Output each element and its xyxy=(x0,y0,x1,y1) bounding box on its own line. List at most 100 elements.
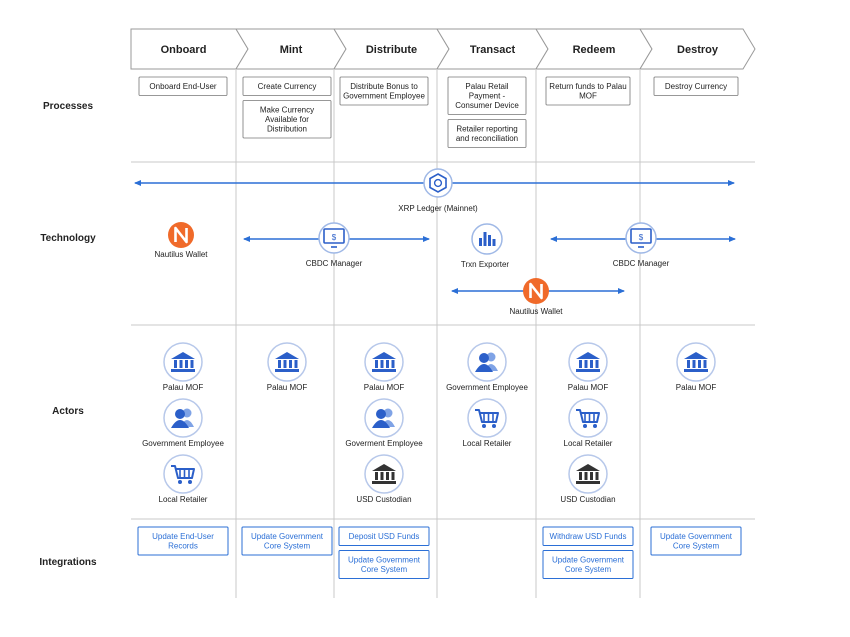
cbdc-manager-icon: $ xyxy=(318,222,350,254)
integration-box-text: Update Government xyxy=(251,532,324,541)
nautilus-wallet-label: Nautilus Wallet xyxy=(154,250,208,259)
actor-label: Palau MOF xyxy=(267,383,308,392)
people-icon xyxy=(364,398,404,438)
trxn-exporter-label: Trxn Exporter xyxy=(461,260,509,269)
stage-label-destroy: Destroy xyxy=(677,44,719,56)
shopping-cart-icon xyxy=(568,398,608,438)
integration-box-text: Update Government xyxy=(348,556,421,565)
integration-box-text: Core System xyxy=(673,542,720,551)
grid-lines xyxy=(131,70,755,598)
stage-header: Onboard Mint Distribute Transact Redeem Destr… xyxy=(130,28,756,70)
cbdc-manager-left-label: CBDC Manager xyxy=(306,259,363,268)
process-box: Create Currency xyxy=(242,76,332,96)
cbdc-manager-icon: $ xyxy=(625,222,657,254)
integration-box-text: Withdraw USD Funds xyxy=(550,532,627,541)
integration-box: Deposit USD Funds xyxy=(338,526,430,546)
stage-label-redeem: Redeem xyxy=(573,44,616,56)
bank-icon xyxy=(568,342,608,382)
integration-box: Withdraw USD Funds xyxy=(542,526,634,546)
technology-row: XRP Ledger (Mainnet) Nautilus Wallet $ C… xyxy=(134,168,736,316)
actor-label: Goverment Employee xyxy=(345,439,423,448)
process-box-text: Consumer Device xyxy=(455,101,519,110)
actor-label: Palau MOF xyxy=(676,383,717,392)
shopping-cart-icon xyxy=(163,454,203,494)
row-label-technology: Technology xyxy=(40,233,96,244)
process-box-text: and reconciliation xyxy=(456,134,518,143)
row-label-integrations: Integrations xyxy=(39,557,97,568)
process-box-text: Return funds to Palau xyxy=(549,82,626,91)
actor-label: Local Retailer xyxy=(463,439,512,448)
process-box: Onboard End-User xyxy=(138,76,228,96)
integration-box-text: Update Government xyxy=(552,556,625,565)
integration-box-text: Deposit USD Funds xyxy=(349,532,420,541)
integration-box-text: Core System xyxy=(361,565,408,574)
actor-label: Palau MOF xyxy=(568,383,609,392)
process-box-text: Create Currency xyxy=(258,82,317,91)
actor-label: Government Employee xyxy=(446,383,528,392)
stage-label-transact: Transact xyxy=(470,44,516,56)
process-box-text: MOF xyxy=(579,92,597,101)
cbdc-manager-right-label: CBDC Manager xyxy=(613,259,670,268)
process-box-text: Available for xyxy=(265,115,309,124)
trxn-exporter-icon xyxy=(471,223,503,255)
bank-icon xyxy=(364,342,404,382)
integration-box-text: Records xyxy=(168,542,198,551)
bank-icon xyxy=(364,454,404,494)
shopping-cart-icon xyxy=(467,398,507,438)
xrp-ledger-icon xyxy=(423,168,453,198)
svg-text:$: $ xyxy=(639,233,644,242)
process-box-text: Distribute Bonus to xyxy=(350,82,418,91)
actor-label: Local Retailer xyxy=(159,495,208,504)
stage-label-mint: Mint xyxy=(280,44,303,56)
row-label-processes: Processes xyxy=(43,101,93,112)
bank-icon xyxy=(267,342,307,382)
people-icon xyxy=(467,342,507,382)
nautilus-wallet-icon xyxy=(523,278,549,304)
stage-chevron xyxy=(639,28,756,70)
bank-icon xyxy=(568,454,608,494)
bank-icon xyxy=(676,342,716,382)
xrp-ledger-label: XRP Ledger (Mainnet) xyxy=(398,204,478,213)
process-box-text: Make Currency xyxy=(260,106,314,115)
process-box-text: Onboard End-User xyxy=(149,82,216,91)
integration-box-text: Update End-User xyxy=(152,532,214,541)
actor-label: Palau MOF xyxy=(364,383,405,392)
people-icon xyxy=(163,398,203,438)
actor-label: USD Custodian xyxy=(560,495,615,504)
actor-label: Local Retailer xyxy=(564,439,613,448)
process-box: Destroy Currency xyxy=(653,76,739,96)
process-box-text: Palau Retail xyxy=(465,82,508,91)
nautilus-wallet-label: Nautilus Wallet xyxy=(509,307,563,316)
process-box-text: Government Employee xyxy=(343,92,425,101)
actor-label: USD Custodian xyxy=(356,495,411,504)
integration-box-text: Core System xyxy=(565,565,612,574)
bank-icon xyxy=(163,342,203,382)
svg-text:$: $ xyxy=(332,233,337,242)
process-box-text: Distribution xyxy=(267,125,307,134)
process-box-text: Destroy Currency xyxy=(665,82,727,91)
actor-label: Palau MOF xyxy=(163,383,204,392)
nautilus-wallet-icon xyxy=(168,222,194,248)
integration-box-text: Core System xyxy=(264,542,311,551)
integration-box-text: Update Government xyxy=(660,532,733,541)
process-box-text: Payment - xyxy=(469,92,506,101)
process-box-text: Retailer reporting xyxy=(456,125,517,134)
row-label-actors: Actors xyxy=(52,406,84,417)
actor-label: Government Employee xyxy=(142,439,224,448)
stage-label-onboard: Onboard xyxy=(161,44,207,56)
stage-label-distribute: Distribute xyxy=(366,44,417,56)
